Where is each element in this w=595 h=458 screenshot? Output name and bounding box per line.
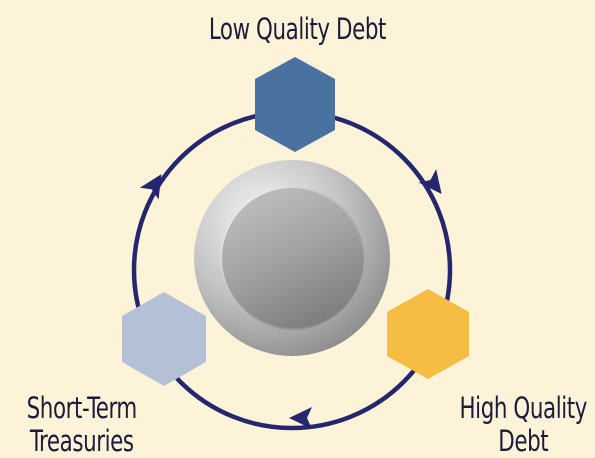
label-short-term-treasuries: Short-Term Treasuries xyxy=(26,391,138,458)
arrowhead-top-left xyxy=(139,174,162,200)
node-short-term-treasuries xyxy=(122,292,206,386)
node-high-quality-debt xyxy=(387,289,469,379)
arrowhead-top-right xyxy=(418,169,442,195)
label-high-quality-debt: High Quality Debt xyxy=(459,391,587,458)
arrowhead-bottom xyxy=(289,407,312,429)
node-low-quality-debt xyxy=(255,57,335,152)
label-low-quality-debt: Low Quality Debt xyxy=(208,12,387,46)
center-disc-inner xyxy=(220,186,364,330)
